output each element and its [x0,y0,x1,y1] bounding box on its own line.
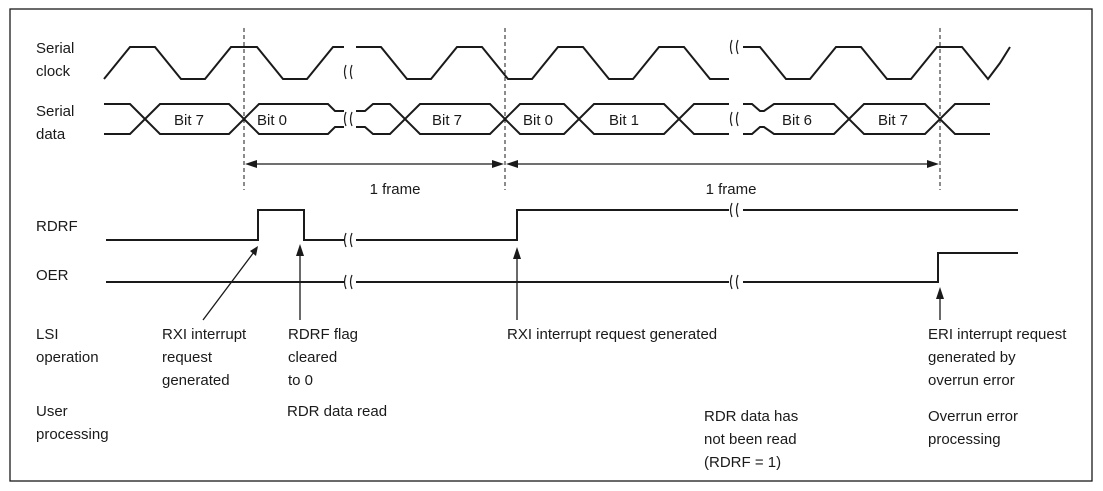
bit-label: Bit 0 [257,112,287,129]
bit-label: Bit 0 [523,112,553,129]
user-label-2: processing [36,426,109,443]
eri-event-text: ERI interrupt request [928,326,1067,343]
diagram-border [9,8,1093,482]
bit-label: Bit 7 [878,112,908,129]
arrow-head [513,247,521,259]
timing-markers [243,28,941,190]
serial-data-label-1: Serial [36,103,74,120]
eri-event-text: overrun error [928,372,1015,389]
arrow-head [296,244,304,256]
bit-label: Bit 6 [782,112,812,129]
lsi-label-1: LSI [36,326,59,343]
not-read-text: RDR data has [704,408,798,425]
bit-label: Bit 7 [174,112,204,129]
event-arrows [202,244,944,321]
arrow-head [506,160,518,168]
arrow-head [927,160,939,168]
rdrf-clear-text: cleared [288,349,337,366]
serial-data-waveform: Bit 7 Bit 0 Bit 7 Bit 0 Bit 1 Bit 6 Bit … [104,103,990,135]
serial-clock-label-1: Serial [36,40,74,57]
rxi-arrow [202,251,255,321]
bit-label: Bit 1 [609,112,639,129]
rdrf-clear-text: to 0 [288,372,313,389]
oer-label: OER [36,267,69,284]
bit-label: Bit 7 [432,112,462,129]
rdrf-clear-text: RDRF flag [288,326,358,343]
rdr-read-text: RDR data read [287,403,387,420]
rdrf-waveform [106,202,1018,248]
frame-label: 1 frame [370,181,421,198]
serial-data-label-2: data [36,126,66,143]
arrow-head [936,287,944,299]
arrow-head [250,246,258,256]
lsi-label-2: operation [36,349,99,366]
serial-clock-label-2: clock [36,63,71,80]
rxi-event-text: generated [162,372,230,389]
not-read-text: (RDRF = 1) [704,454,781,471]
oer-waveform [106,252,1018,290]
arrow-head [245,160,257,168]
frame-arrows: 1 frame 1 frame [245,160,939,198]
eri-event-text: generated by [928,349,1016,366]
overrun-processing-text: Overrun error [928,408,1018,425]
user-label-1: User [36,403,68,420]
rdrf-label: RDRF [36,218,78,235]
not-read-text: not been read [704,431,797,448]
rxi-event-text: request [162,349,213,366]
frame-label: 1 frame [706,181,757,198]
arrow-head [492,160,504,168]
serial-clock-waveform [103,39,1011,81]
rxi-event-text: RXI interrupt [162,326,247,343]
rxi-event-2-text: RXI interrupt request generated [507,326,717,343]
overrun-processing-text: processing [928,431,1001,448]
